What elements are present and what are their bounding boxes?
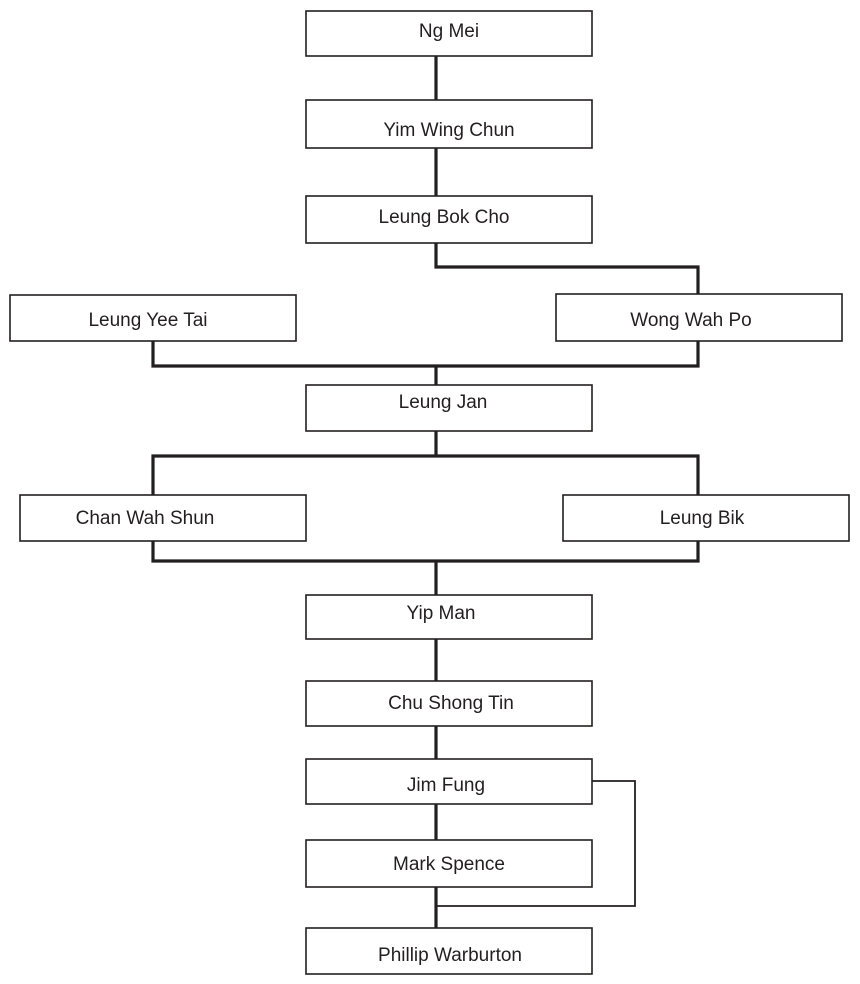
link-jim-fung-to-phillip-warburton xyxy=(436,780,636,907)
node-yim-wing-chun: Yim Wing Chun xyxy=(305,99,593,149)
node-label: Wong Wah Po xyxy=(630,310,751,331)
node-label: Phillip Warburton xyxy=(378,945,522,966)
node-box xyxy=(305,10,593,57)
link-leung-jan-to-students xyxy=(151,429,700,497)
node-leung-jan: Leung Jan xyxy=(305,384,593,432)
node-box xyxy=(305,195,593,244)
node-leung-bik: Leung Bik xyxy=(562,494,850,542)
node-label: Leung Bok Cho xyxy=(379,207,510,228)
node-yip-man: Yip Man xyxy=(305,594,593,640)
connectors xyxy=(151,54,700,930)
node-box xyxy=(305,839,593,888)
node-box xyxy=(555,293,843,342)
node-box xyxy=(305,384,593,432)
link-leung-bok-cho-to-wong-wah-po xyxy=(434,241,700,296)
link-teachers-to-yip-man xyxy=(151,539,700,597)
node-mark-spence: Mark Spence xyxy=(305,839,593,888)
node-label: Ng Mei xyxy=(419,21,479,42)
node-label: Leung Yee Tai xyxy=(88,310,207,331)
node-box xyxy=(305,680,593,727)
node-leung-yee-tai: Leung Yee Tai xyxy=(9,294,297,342)
node-label: Chan Wah Shun xyxy=(76,508,215,529)
node-box xyxy=(562,494,850,542)
link-teachers-to-leung-jan xyxy=(151,339,700,387)
node-wong-wah-po: Wong Wah Po xyxy=(555,293,843,342)
node-phillip-warburton: Phillip Warburton xyxy=(305,927,593,975)
node-label: Leung Bik xyxy=(660,508,745,529)
node-label: Yip Man xyxy=(407,603,476,624)
node-label: Leung Jan xyxy=(399,392,488,413)
node-box xyxy=(305,99,593,149)
node-box xyxy=(305,758,593,805)
node-label: Jim Fung xyxy=(407,775,485,796)
node-leung-bok-cho: Leung Bok Cho xyxy=(305,195,593,244)
node-label: Chu Shong Tin xyxy=(388,693,514,714)
node-ng-mei: Ng Mei xyxy=(305,10,593,57)
node-label: Yim Wing Chun xyxy=(383,120,514,141)
node-box xyxy=(305,927,593,975)
node-box xyxy=(305,594,593,640)
node-label: Mark Spence xyxy=(393,854,505,875)
node-box xyxy=(19,494,307,542)
node-chan-wah-shun: Chan Wah Shun xyxy=(19,494,307,542)
node-jim-fung: Jim Fung xyxy=(305,758,593,805)
node-chu-shong-tin: Chu Shong Tin xyxy=(305,680,593,727)
node-box xyxy=(9,294,297,342)
